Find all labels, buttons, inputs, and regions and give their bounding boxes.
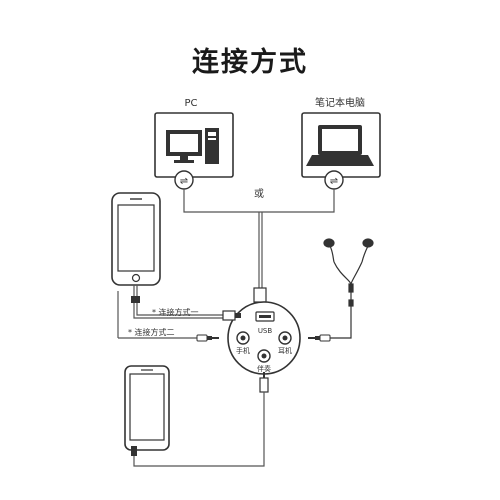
desktop-pc-icon xyxy=(154,112,234,178)
audio-plug-icon xyxy=(307,334,331,342)
pc-label: PC xyxy=(184,98,197,109)
audio-hub: USB 手机 耳机 伴奏 xyxy=(227,301,301,375)
computer-cable xyxy=(183,189,335,288)
svg-text:⇌: ⇌ xyxy=(180,176,188,187)
phone-cable-one xyxy=(117,285,223,339)
accompaniment-cable xyxy=(133,392,265,467)
method-two-label: * 连接方式二 xyxy=(128,327,175,337)
usb-icon: ⇌ xyxy=(174,170,194,190)
page-title: 连接方式 xyxy=(192,47,308,78)
laptop-label: 笔记本电脑 xyxy=(315,96,365,109)
audio-plug-icon xyxy=(196,334,220,342)
method-one-label: * 连接方式一 xyxy=(152,307,199,317)
smartphone-icon xyxy=(124,365,170,456)
usb-port-label: USB xyxy=(258,327,273,335)
or-label: 或 xyxy=(254,188,264,200)
smartphone-icon xyxy=(111,192,161,286)
laptop-icon xyxy=(301,112,381,178)
accompaniment-port-label: 伴奏 xyxy=(257,364,271,373)
earphone-port-label: 耳机 xyxy=(278,346,292,355)
audio-plug-icon xyxy=(222,310,241,321)
phone-port-label: 手机 xyxy=(236,346,250,355)
audio-plug-icon xyxy=(259,372,269,393)
svg-text:⇌: ⇌ xyxy=(330,176,338,187)
earphones-icon xyxy=(308,238,374,339)
usb-icon: ⇌ xyxy=(324,170,344,190)
